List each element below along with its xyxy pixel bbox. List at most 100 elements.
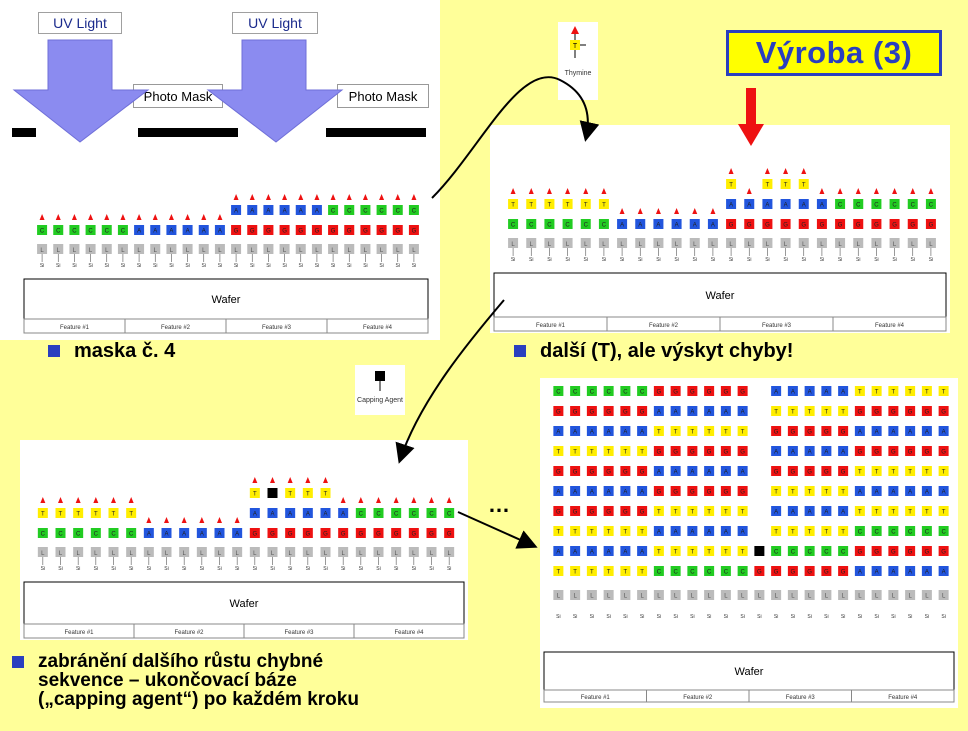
- photolabile-group-marker: [185, 214, 191, 220]
- base-letter: A: [741, 410, 745, 416]
- base-letter: A: [623, 490, 627, 496]
- base-cell: [637, 486, 648, 496]
- base-cell: [780, 199, 791, 209]
- base-letter: G: [791, 430, 796, 436]
- linker-cell: [311, 244, 322, 254]
- capping-agent-label: Capping Agent: [357, 397, 403, 404]
- base-letter: C: [673, 570, 678, 576]
- linker-letter: L: [511, 242, 515, 248]
- si-atom: Si: [147, 566, 151, 572]
- feature-label: Feature #1: [60, 325, 90, 331]
- base-letter: C: [606, 390, 611, 396]
- base-letter: C: [911, 203, 916, 209]
- base-cell: [570, 546, 581, 556]
- base-cell: [249, 508, 260, 518]
- photo-mask-bar-1: [12, 128, 36, 137]
- linker-letter: L: [875, 594, 879, 600]
- base-cell: [279, 225, 290, 235]
- linker-letter: L: [590, 594, 594, 600]
- base-letter: G: [824, 570, 829, 576]
- linker-cell: [921, 590, 932, 600]
- base-cell: [838, 426, 849, 436]
- base-letter: T: [566, 203, 570, 209]
- base-cell: [311, 225, 322, 235]
- base-cell: [653, 406, 664, 416]
- linker-letter: L: [234, 248, 238, 254]
- feature-cell: [326, 318, 429, 334]
- base-letter: G: [250, 229, 255, 235]
- base-cell: [762, 199, 773, 209]
- base-letter: A: [908, 490, 912, 496]
- base-letter: T: [674, 510, 678, 516]
- uv-light-label-1: UV Light: [38, 12, 122, 34]
- base-cell: [938, 506, 949, 516]
- linker-letter: L: [105, 248, 109, 254]
- photolabile-group-marker: [217, 214, 223, 220]
- base-letter: G: [556, 470, 561, 476]
- base-letter: C: [394, 512, 399, 518]
- base-letter: C: [447, 512, 452, 518]
- si-atom: Si: [235, 566, 239, 572]
- base-cell: [905, 546, 916, 556]
- base-letter: T: [707, 430, 711, 436]
- base-letter: C: [908, 530, 913, 536]
- base-cell: [787, 386, 798, 396]
- base-cell: [671, 219, 682, 229]
- base-cell: [544, 219, 555, 229]
- si-atom: Si: [129, 566, 133, 572]
- feature-label: Feature #3: [284, 630, 314, 636]
- photolabile-group-marker: [837, 188, 843, 194]
- base-cell: [553, 446, 564, 456]
- linker-letter: L: [548, 242, 552, 248]
- base-letter: T: [112, 512, 116, 518]
- linker-letter: L: [908, 594, 912, 600]
- si-atom: Si: [724, 614, 728, 620]
- base-cell: [637, 466, 648, 476]
- base-letter: T: [908, 510, 912, 516]
- base-letter: G: [305, 532, 310, 538]
- base-cell: [553, 426, 564, 436]
- base-cell: [821, 426, 832, 436]
- si-atom: Si: [623, 614, 627, 620]
- base-cell: [653, 566, 664, 576]
- base-letter: T: [808, 490, 812, 496]
- linker-letter: L: [299, 248, 303, 254]
- linker-cell: [905, 590, 916, 600]
- si-atom: Si: [376, 566, 380, 572]
- base-cell: [344, 225, 355, 235]
- base-cell: [444, 508, 455, 518]
- linker-letter: L: [675, 242, 679, 248]
- base-cell: [620, 486, 631, 496]
- photolabile-group-marker: [120, 214, 126, 220]
- wafer-label: Wafer: [735, 666, 764, 678]
- linker-letter: L: [271, 551, 275, 557]
- wafer-rect: [23, 278, 429, 320]
- linker-cell: [355, 547, 366, 557]
- base-letter: A: [674, 530, 678, 536]
- base-cell: [620, 466, 631, 476]
- base-cell: [720, 506, 731, 516]
- red-error-arrow-shaft: [746, 88, 756, 128]
- si-atom: Si: [747, 257, 751, 263]
- caption-mask: maska č. 4: [48, 341, 175, 362]
- base-cell: [905, 426, 916, 436]
- base-cell: [720, 546, 731, 556]
- base-cell: [737, 546, 748, 556]
- linker-cell: [444, 547, 455, 557]
- base-cell: [871, 506, 882, 516]
- base-letter: T: [892, 510, 896, 516]
- linker-cell: [69, 244, 80, 254]
- base-letter: T: [602, 203, 606, 209]
- linker-cell: [707, 238, 718, 248]
- base-letter: T: [808, 530, 812, 536]
- base-letter: A: [925, 570, 929, 576]
- linker-cell: [938, 590, 949, 600]
- si-atom: Si: [573, 614, 577, 620]
- base-cell: [570, 426, 581, 436]
- photolabile-group-marker: [379, 194, 385, 200]
- si-atom: Si: [807, 614, 811, 620]
- linker-cell: [134, 244, 145, 254]
- base-letter: G: [690, 390, 695, 396]
- base-cell: [603, 566, 614, 576]
- base-cell: [938, 566, 949, 576]
